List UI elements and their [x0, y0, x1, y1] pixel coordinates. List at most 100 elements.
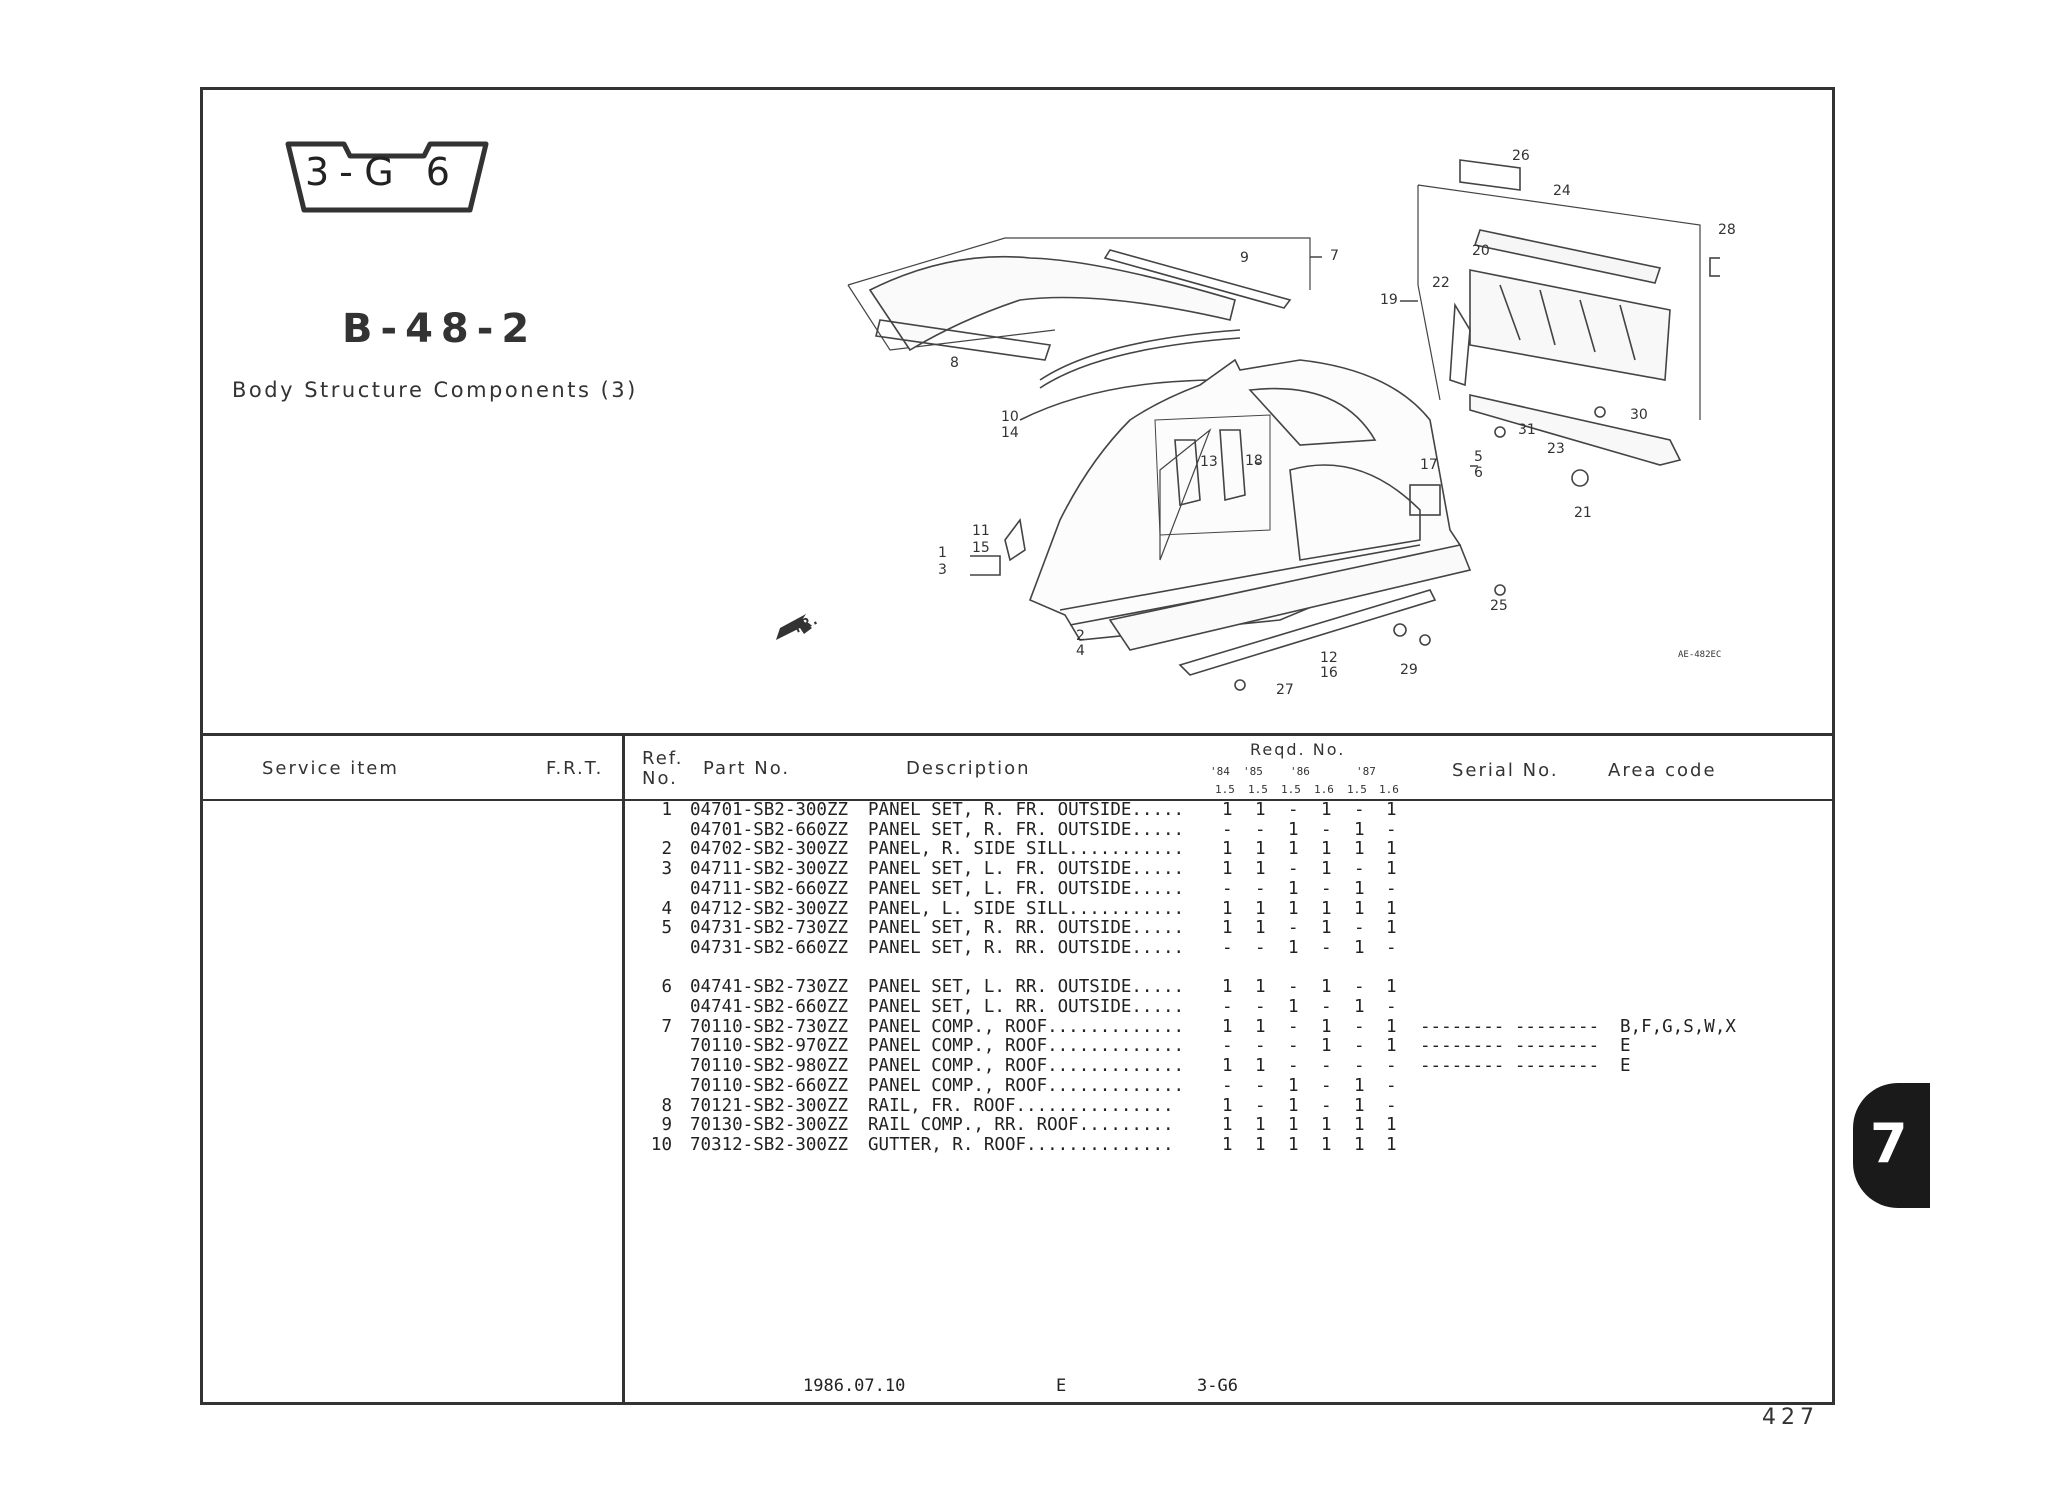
part-number: 70110-SB2-660ZZ [690, 1075, 849, 1096]
qty: - [1222, 1075, 1233, 1096]
qty: 1 [1386, 839, 1397, 860]
qty: - [1354, 1056, 1365, 1077]
qty: 1 [1288, 1075, 1299, 1096]
callout-9: 9 [1240, 250, 1249, 266]
qty: - [1222, 997, 1233, 1017]
callout-28: 28 [1718, 222, 1736, 238]
qty: 1 [1321, 918, 1332, 939]
qty: - [1386, 1075, 1397, 1096]
parts-diagram [776, 159, 1720, 691]
qty: - [1354, 1016, 1365, 1037]
section-tab[interactable] [1853, 1083, 1930, 1208]
part-number: 04701-SB2-660ZZ [690, 819, 849, 840]
year-87: '87 [1356, 765, 1376, 778]
area-code: E [1620, 1056, 1631, 1077]
group-badge-frame [285, 141, 489, 213]
qty: 1 [1354, 997, 1365, 1017]
part-number: 04711-SB2-660ZZ [690, 878, 849, 899]
qty: 1 [1321, 1016, 1332, 1037]
description: PANEL SET, L. FR. OUTSIDE..... [868, 878, 1185, 899]
qty: - [1321, 937, 1332, 958]
ref-no: 3 [661, 859, 672, 880]
part-number: 04741-SB2-660ZZ [690, 997, 849, 1017]
description: PANEL, R. SIDE SILL........... [868, 839, 1185, 860]
qty: 1 [1255, 1056, 1266, 1077]
description: PANEL COMP., ROOF............. [868, 1056, 1185, 1077]
ref-no: 7 [661, 1016, 672, 1037]
qty: - [1386, 819, 1397, 840]
callout-23: 23 [1547, 441, 1565, 457]
callout-22: 22 [1432, 275, 1450, 291]
qty: - [1255, 937, 1266, 958]
qty: 1 [1321, 800, 1332, 820]
callout-27: 27 [1276, 682, 1294, 698]
part-number: 04701-SB2-300ZZ [690, 800, 849, 820]
drawing-code: AE-482EC [1678, 650, 1722, 660]
ref-no: 8 [661, 1095, 672, 1116]
qty: 1 [1386, 800, 1397, 820]
year-85: '85 [1243, 765, 1263, 778]
area-code: E [1620, 1036, 1631, 1057]
qty: 1 [1222, 1095, 1233, 1116]
qty: - [1222, 937, 1233, 958]
serial-no: -------- -------- [1420, 1016, 1600, 1037]
qty: 1 [1354, 819, 1365, 840]
callout-2: 2 [1076, 628, 1085, 644]
part-number: 70121-SB2-300ZZ [690, 1095, 849, 1116]
qty: 1 [1354, 898, 1365, 919]
qty: 1 [1386, 977, 1397, 998]
qty: - [1354, 800, 1365, 820]
area-code: B,F,G,S,W,X [1620, 1016, 1736, 1037]
qty: 1 [1288, 839, 1299, 860]
ref-no: 9 [661, 1115, 672, 1136]
qty: 1 [1386, 859, 1397, 880]
qty: 1 [1288, 997, 1299, 1017]
callout-29: 29 [1400, 662, 1418, 678]
qty: - [1288, 977, 1299, 998]
group-title: Body Structure Components (3) [232, 378, 638, 402]
callout-7: 7 [1330, 248, 1339, 264]
engine-0: 1.5 [1215, 783, 1235, 796]
callout-1: 1 [938, 545, 947, 561]
qty: - [1288, 1056, 1299, 1077]
qty: 1 [1288, 937, 1299, 958]
service-item-header: Service item [262, 758, 399, 779]
qty: 1 [1255, 977, 1266, 998]
qty: - [1386, 878, 1397, 899]
callout-17: 17 [1420, 457, 1438, 473]
qty: 1 [1222, 800, 1233, 820]
ref-no: 4 [661, 898, 672, 919]
qty: 1 [1386, 1036, 1397, 1057]
callout-15: 15 [972, 540, 990, 556]
qty: 1 [1386, 898, 1397, 919]
divider [200, 733, 1832, 736]
qty: 1 [1354, 1134, 1365, 1155]
engine-4: 1.5 [1347, 783, 1367, 796]
callout-3: 3 [938, 562, 947, 578]
qty: - [1288, 800, 1299, 820]
description: PANEL COMP., ROOF............. [868, 1016, 1185, 1037]
qty: 1 [1222, 1115, 1233, 1136]
callout-5: 5 [1474, 449, 1483, 465]
callout-14: 14 [1001, 425, 1019, 441]
callout-10: 10 [1001, 409, 1019, 425]
callout-4: 4 [1076, 643, 1085, 659]
qty: - [1321, 1075, 1332, 1096]
qty: 1 [1354, 1095, 1365, 1116]
part-number: 04702-SB2-300ZZ [690, 839, 849, 860]
qty: - [1255, 1095, 1266, 1116]
part-number: 04731-SB2-730ZZ [690, 918, 849, 939]
qty: 1 [1288, 1115, 1299, 1136]
qty: - [1255, 997, 1266, 1017]
qty: - [1222, 878, 1233, 899]
reqd-no-header: Reqd. No. [1250, 740, 1346, 759]
qty: - [1288, 1016, 1299, 1037]
divider [622, 734, 625, 1402]
callout-18: 18 [1245, 453, 1263, 469]
